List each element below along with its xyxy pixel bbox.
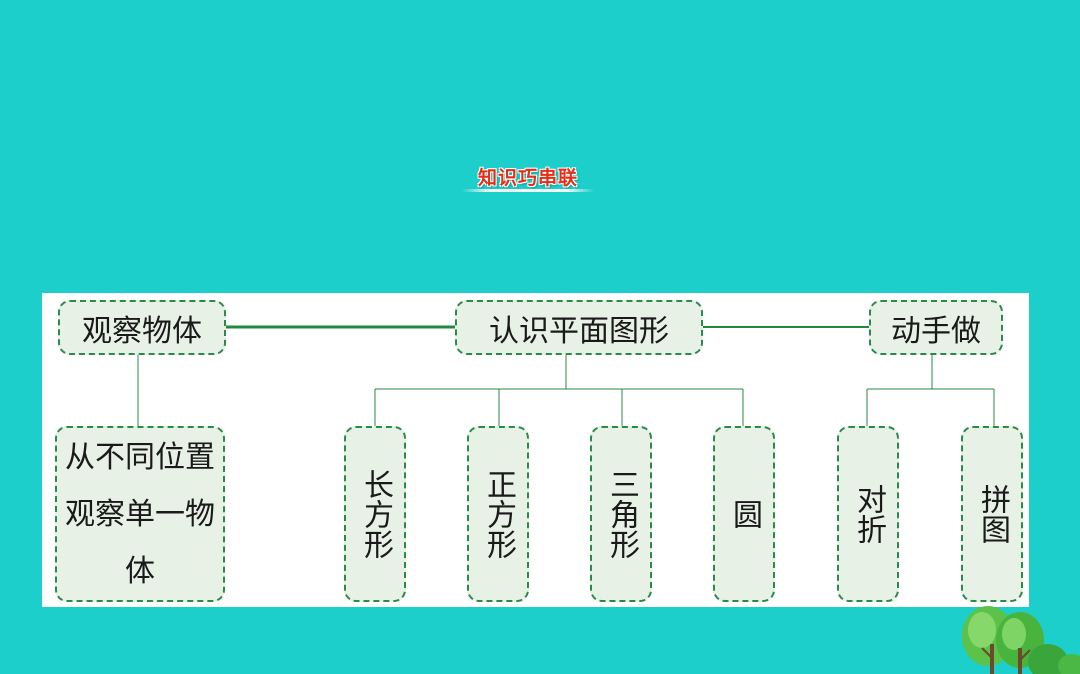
node-fold: 对折: [837, 426, 899, 602]
node-triangle-label: 三角形: [604, 469, 639, 559]
section-title-text: 知识巧串联: [477, 167, 578, 189]
node-hands-on: 动手做: [869, 300, 1003, 355]
node-observe-single-object-label: 从不同位置观察单一物体: [65, 439, 215, 589]
node-rectangle-label: 长方形: [358, 469, 393, 559]
node-triangle: 三角形: [590, 426, 652, 602]
node-rectangle: 长方形: [344, 426, 406, 602]
section-title: 知识巧串联: [460, 163, 596, 193]
node-hands-on-label: 动手做: [891, 313, 981, 349]
node-observe-single-object: 从不同位置观察单一物体: [55, 426, 225, 602]
node-circle: 圆: [713, 426, 775, 602]
tree-decoration-icon: [962, 606, 1080, 674]
node-puzzle-label: 拼图: [975, 484, 1010, 544]
node-circle-label: 圆: [727, 499, 762, 529]
node-square-label: 正方形: [481, 469, 516, 559]
node-observe-objects: 观察物体: [58, 300, 226, 355]
node-square: 正方形: [467, 426, 529, 602]
node-recognize-shapes: 认识平面图形: [455, 300, 703, 355]
title-underline: [462, 189, 594, 192]
node-observe-objects-label: 观察物体: [82, 313, 202, 349]
node-puzzle: 拼图: [961, 426, 1023, 602]
concept-map-panel: 观察物体 认识平面图形 动手做 从不同位置观察单一物体 长方形 正方形 三角形 …: [42, 293, 1029, 607]
node-recognize-shapes-label: 认识平面图形: [489, 313, 669, 349]
connector-lines: [137, 325, 995, 426]
node-fold-label: 对折: [851, 484, 886, 544]
